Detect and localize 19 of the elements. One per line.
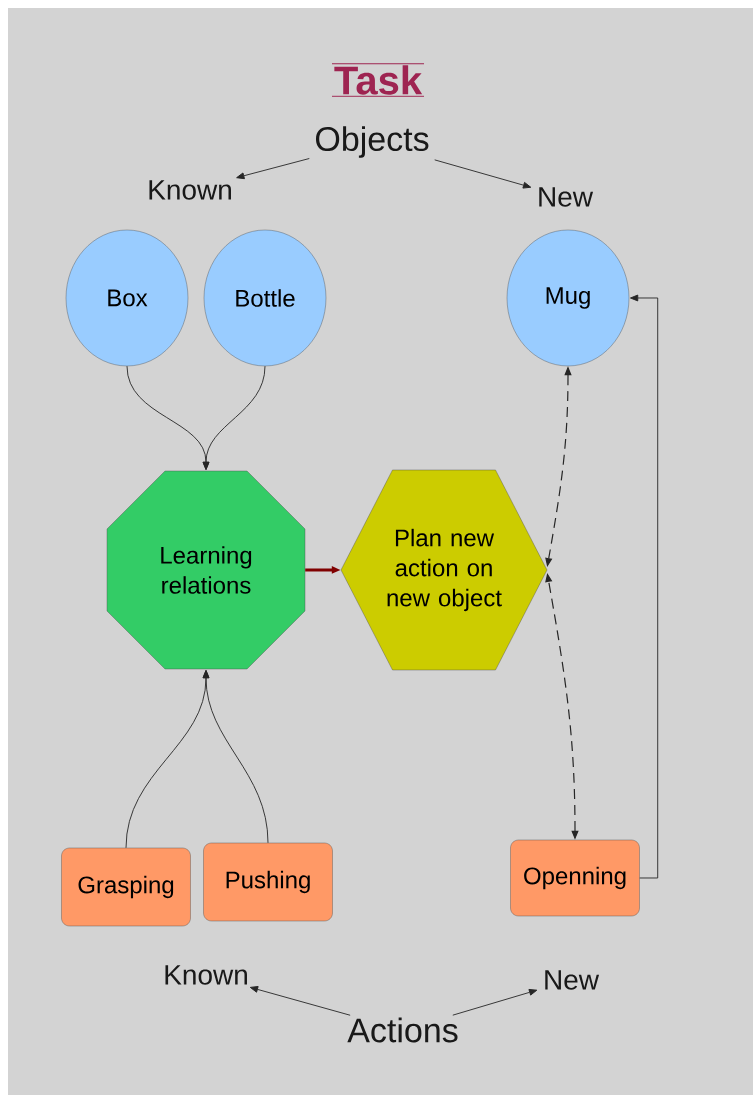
action-box: Openning bbox=[510, 839, 640, 917]
arrow bbox=[236, 158, 310, 180]
text-label: Actions bbox=[347, 1017, 458, 1043]
arrow bbox=[202, 670, 269, 844]
process-octagon: Learning relations bbox=[106, 470, 306, 670]
arrow bbox=[630, 294, 659, 879]
action-box: Pushing bbox=[203, 842, 333, 922]
text-label: Known bbox=[149, 180, 231, 200]
title: Task bbox=[331, 63, 425, 97]
text-label: New bbox=[539, 187, 594, 207]
plan-hexagon: Plan new action on new object bbox=[340, 469, 548, 671]
action-box: Grasping bbox=[61, 847, 191, 927]
text-label: New bbox=[545, 970, 600, 990]
arrow bbox=[452, 989, 538, 1016]
arrow bbox=[434, 159, 532, 189]
arrow bbox=[202, 365, 266, 470]
text-label: Objects bbox=[316, 126, 429, 158]
text-label: Known bbox=[165, 965, 247, 985]
arrow bbox=[249, 986, 351, 1016]
